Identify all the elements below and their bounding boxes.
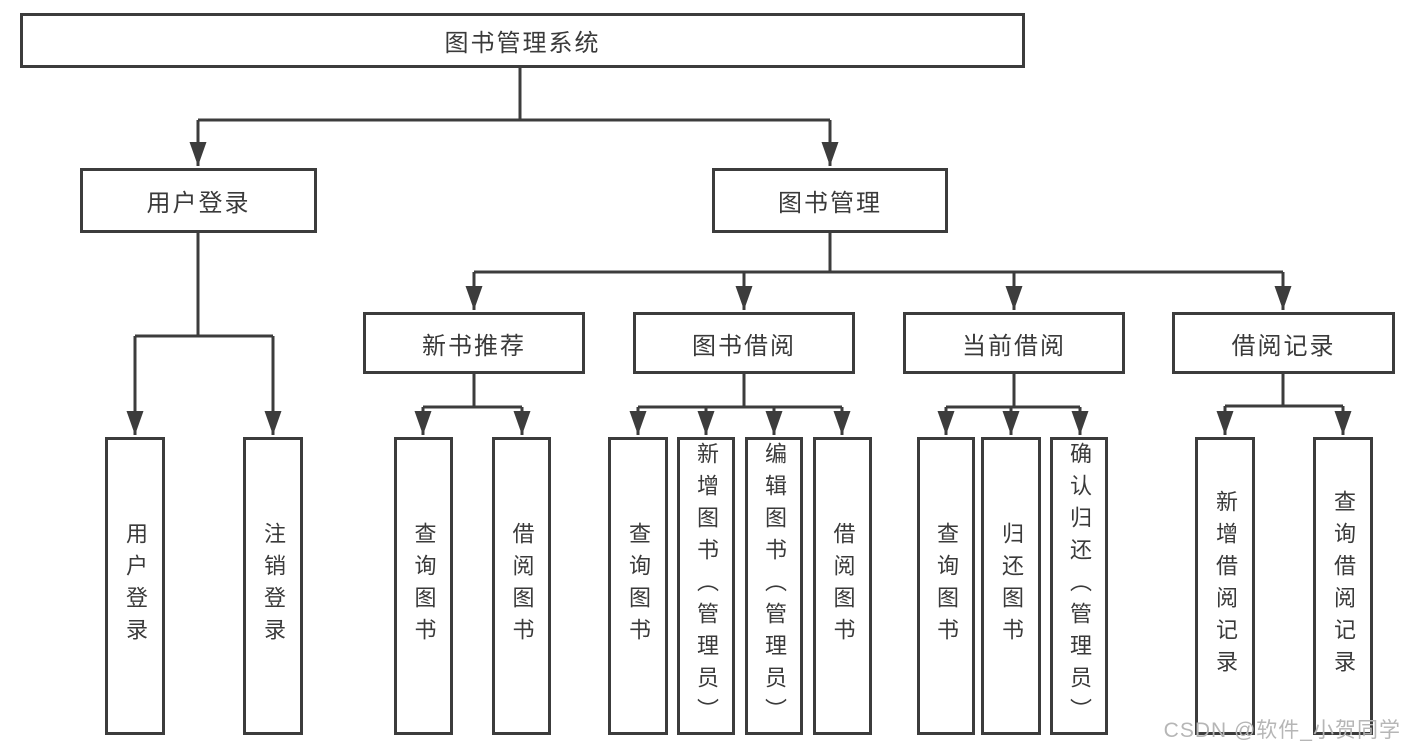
node-label: 当前借阅 [962,332,1066,360]
node-label: 确认归还（管理员） [1067,442,1092,730]
node-library-management-system: 图书管理系统 [20,13,1025,68]
leaf-confirm-return-admin: 确认归还（管理员） [1050,437,1108,735]
node-label: 归还图书 [999,522,1024,650]
node-label: 查询图书 [411,522,437,650]
node-borrowing-records: 借阅记录 [1172,312,1395,374]
node-new-book-recommend: 新书推荐 [363,312,585,374]
connector-borrow-children [629,374,851,435]
node-label: 新书推荐 [422,332,526,360]
csdn-watermark: CSDN @软件_小贺同学 [1163,719,1401,742]
connector-book-management-children [465,233,1292,310]
leaf-logout: 注销登录 [243,437,303,735]
leaf-return-books: 归还图书 [981,437,1041,735]
node-book-borrowing: 图书借阅 [633,312,855,374]
connector-root-to-level2 [189,68,839,166]
node-label: 图书借阅 [692,332,796,360]
leaf-add-borrow-record: 新增借阅记录 [1195,437,1255,735]
node-label: 借阅图书 [509,522,535,650]
node-label: 图书管理 [778,190,882,217]
node-label: 查询图书 [934,522,959,650]
leaf-recommend-query-books: 查询图书 [394,437,453,735]
node-label: 用户登录 [146,190,251,217]
node-label: 编辑图书（管理员） [762,442,787,730]
connector-current-borrow-children [937,374,1089,435]
connector-user-login-children [126,233,282,435]
node-label: 注销登录 [261,522,286,650]
leaf-edit-books-admin: 编辑图书（管理员） [745,437,803,735]
node-label: 用户登录 [123,522,148,650]
node-label: 图书管理系统 [444,30,601,57]
connector-records-children [1216,374,1352,435]
leaf-recommend-borrow-books: 借阅图书 [492,437,551,735]
leaf-borrow-books: 借阅图书 [813,437,872,735]
node-book-management: 图书管理 [712,168,948,233]
node-label: 查询图书 [626,522,651,650]
node-label: 借阅图书 [830,522,856,650]
leaf-current-query-books: 查询图书 [917,437,975,735]
node-current-borrowing: 当前借阅 [903,312,1125,374]
node-label: 借阅记录 [1231,332,1336,360]
leaf-borrow-query-books: 查询图书 [608,437,668,735]
node-label: 查询借阅记录 [1331,490,1356,682]
leaf-add-books-admin: 新增图书（管理员） [677,437,735,735]
leaf-user-login: 用户登录 [105,437,165,735]
node-label: 新增借阅记录 [1213,490,1238,682]
node-label: 新增图书（管理员） [694,442,719,730]
node-user-login: 用户登录 [80,168,317,233]
connector-recommend-children [414,374,531,435]
leaf-query-borrow-record: 查询借阅记录 [1313,437,1373,735]
